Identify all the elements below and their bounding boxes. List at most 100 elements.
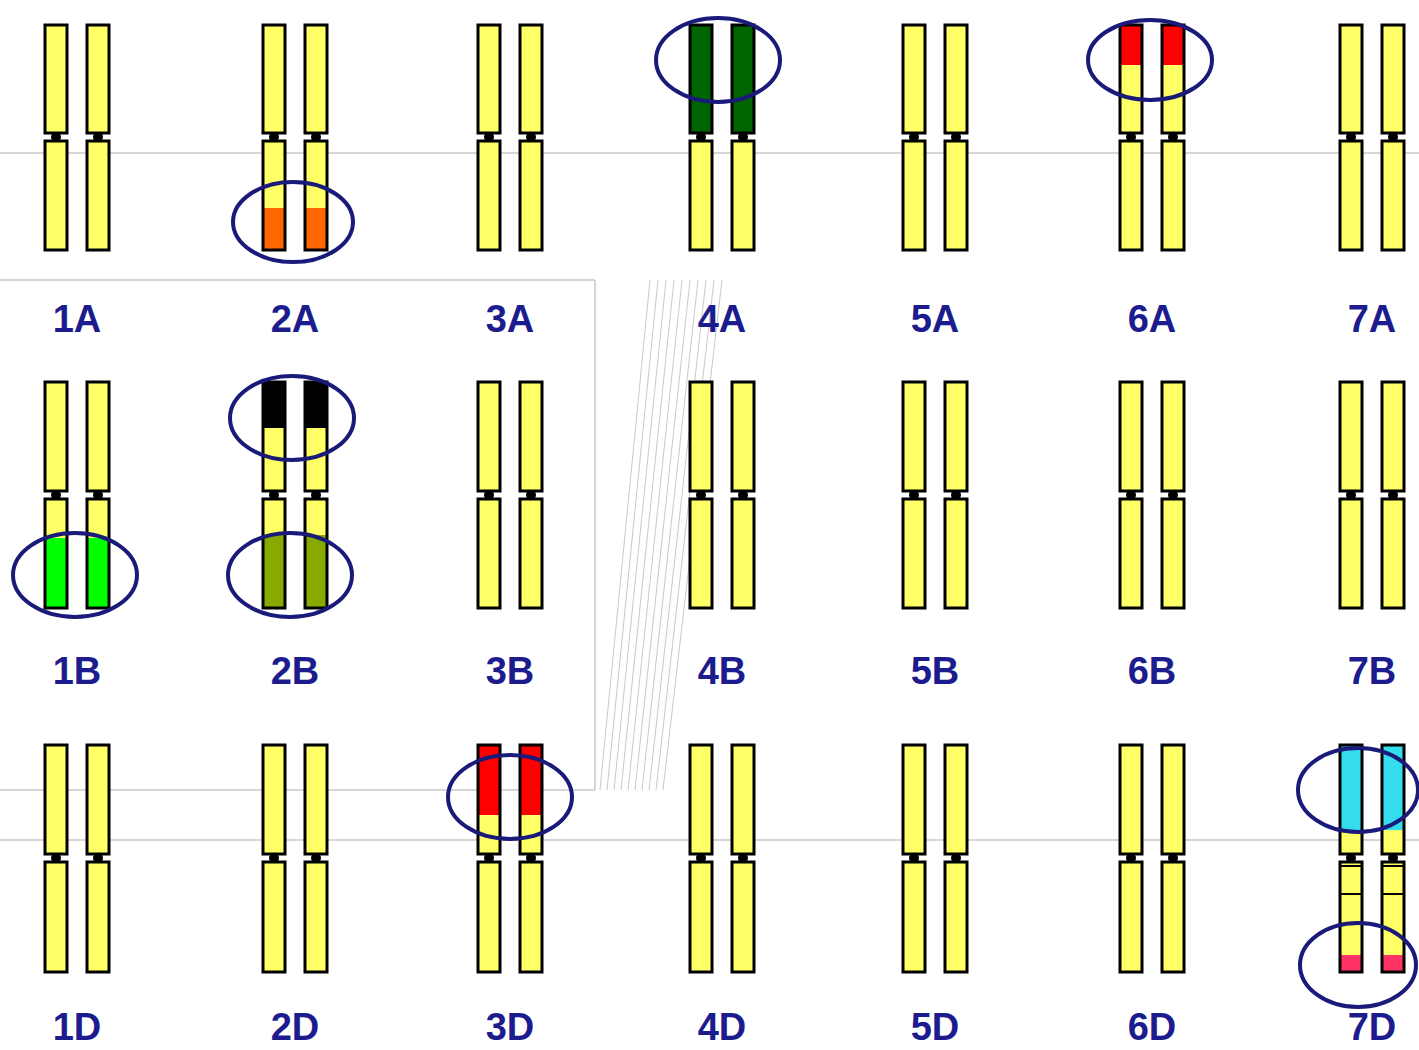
chromosome-outline	[263, 141, 285, 250]
chromosome-arm	[1340, 499, 1362, 608]
introgression-segment	[87, 538, 109, 608]
centromere	[1388, 490, 1398, 500]
centromere	[1126, 490, 1136, 500]
chromosome-outline	[305, 499, 327, 608]
centromere	[51, 853, 61, 863]
chromosome-label: 6B	[1128, 652, 1177, 690]
chromosome-arm	[305, 141, 327, 250]
chromosome-arm	[1120, 499, 1142, 608]
chromosome-arm	[45, 382, 67, 491]
chromosome-arm	[45, 25, 67, 133]
chromosome-label: 7B	[1348, 652, 1397, 690]
chromosome-label: 7D	[1348, 1008, 1397, 1046]
centromere	[1126, 132, 1136, 142]
centromere	[1346, 490, 1356, 500]
chromosome-arm	[1120, 745, 1142, 854]
chromosome-outline	[732, 745, 754, 854]
chromosome-outline	[732, 862, 754, 972]
centromere	[1168, 853, 1178, 863]
hatch-line	[628, 280, 682, 790]
chromosome-outline	[1162, 25, 1184, 133]
chromosome-arm	[1340, 141, 1362, 250]
chromosome-arm	[1340, 745, 1362, 854]
centromere	[311, 490, 321, 500]
hatch-line	[614, 280, 666, 790]
centromere	[93, 490, 103, 500]
centromere	[909, 132, 919, 142]
chromosome-outline	[305, 141, 327, 250]
chromosome-outline	[305, 862, 327, 972]
chromosome-arm	[263, 25, 285, 133]
guide-line	[594, 280, 596, 790]
chromosome-outline	[45, 382, 67, 491]
centromere	[1168, 490, 1178, 500]
chromosome-arm	[1120, 382, 1142, 491]
centromere	[951, 132, 961, 142]
centromere	[269, 132, 279, 142]
chromosome-outline	[478, 25, 500, 133]
chromosome-outline	[903, 745, 925, 854]
chromosome-outline	[305, 745, 327, 854]
chromosome-outline	[903, 25, 925, 133]
chromosome-label: 1D	[53, 1008, 102, 1046]
introgression-segment	[305, 208, 327, 250]
chromosome-outline	[1120, 141, 1142, 250]
chromosome-arm	[87, 499, 109, 608]
chromosome-outline	[87, 745, 109, 854]
chromosome-arm	[478, 25, 500, 133]
centromere	[484, 490, 494, 500]
centromere	[696, 490, 706, 500]
chromosome-outline	[478, 382, 500, 491]
chromosome-label: 4A	[698, 300, 747, 338]
chromosome-outline	[1340, 499, 1362, 608]
centromere	[311, 132, 321, 142]
chromosome-arm	[1162, 382, 1184, 491]
chromosome-arm	[305, 745, 327, 854]
centromere	[93, 853, 103, 863]
chromosome-label: 7A	[1348, 300, 1397, 338]
chromosome-arm	[903, 862, 925, 972]
chromosome-arm	[903, 141, 925, 250]
chromosome-arm	[1382, 862, 1404, 972]
chromosome-outline	[690, 382, 712, 491]
centromere	[526, 132, 536, 142]
chromosome-outline	[263, 382, 285, 491]
chromosome-arm	[478, 141, 500, 250]
chromosome-outline	[87, 141, 109, 250]
chromosome-outline	[690, 499, 712, 608]
chromosome-outline	[1120, 862, 1142, 972]
chromosome-outline	[520, 141, 542, 250]
centromere	[526, 490, 536, 500]
centromere	[1388, 132, 1398, 142]
introgression-segment	[263, 382, 285, 428]
centromere	[269, 853, 279, 863]
chromosome-arm	[1120, 141, 1142, 250]
chromosome-label: 3B	[486, 652, 535, 690]
chromosome-outline	[520, 382, 542, 491]
centromere	[1168, 132, 1178, 142]
introgression-segment	[263, 208, 285, 250]
chromosome-outline	[732, 25, 754, 133]
centromere	[1126, 853, 1136, 863]
highlight-ellipse	[1300, 923, 1416, 1007]
chromosome-outline	[87, 862, 109, 972]
chromosome-outline	[945, 25, 967, 133]
segment-outline	[1340, 866, 1362, 894]
chromosome-outline	[1340, 25, 1362, 133]
centromere	[909, 490, 919, 500]
chromosome-arm	[305, 862, 327, 972]
highlight-ellipse	[13, 533, 137, 617]
chromosome-label: 2D	[271, 1008, 320, 1046]
chromosome-outline	[263, 745, 285, 854]
introgression-segment	[1382, 955, 1404, 972]
chromosome-arm	[1340, 25, 1362, 133]
chromosome-arm	[945, 141, 967, 250]
chromosome-outline	[478, 141, 500, 250]
chromosome-arm	[732, 25, 754, 133]
centromere	[738, 853, 748, 863]
centromere	[269, 490, 279, 500]
chromosome-arm	[1162, 141, 1184, 250]
chromosome-outline	[305, 25, 327, 133]
chromosome-label: 4D	[698, 1008, 747, 1046]
